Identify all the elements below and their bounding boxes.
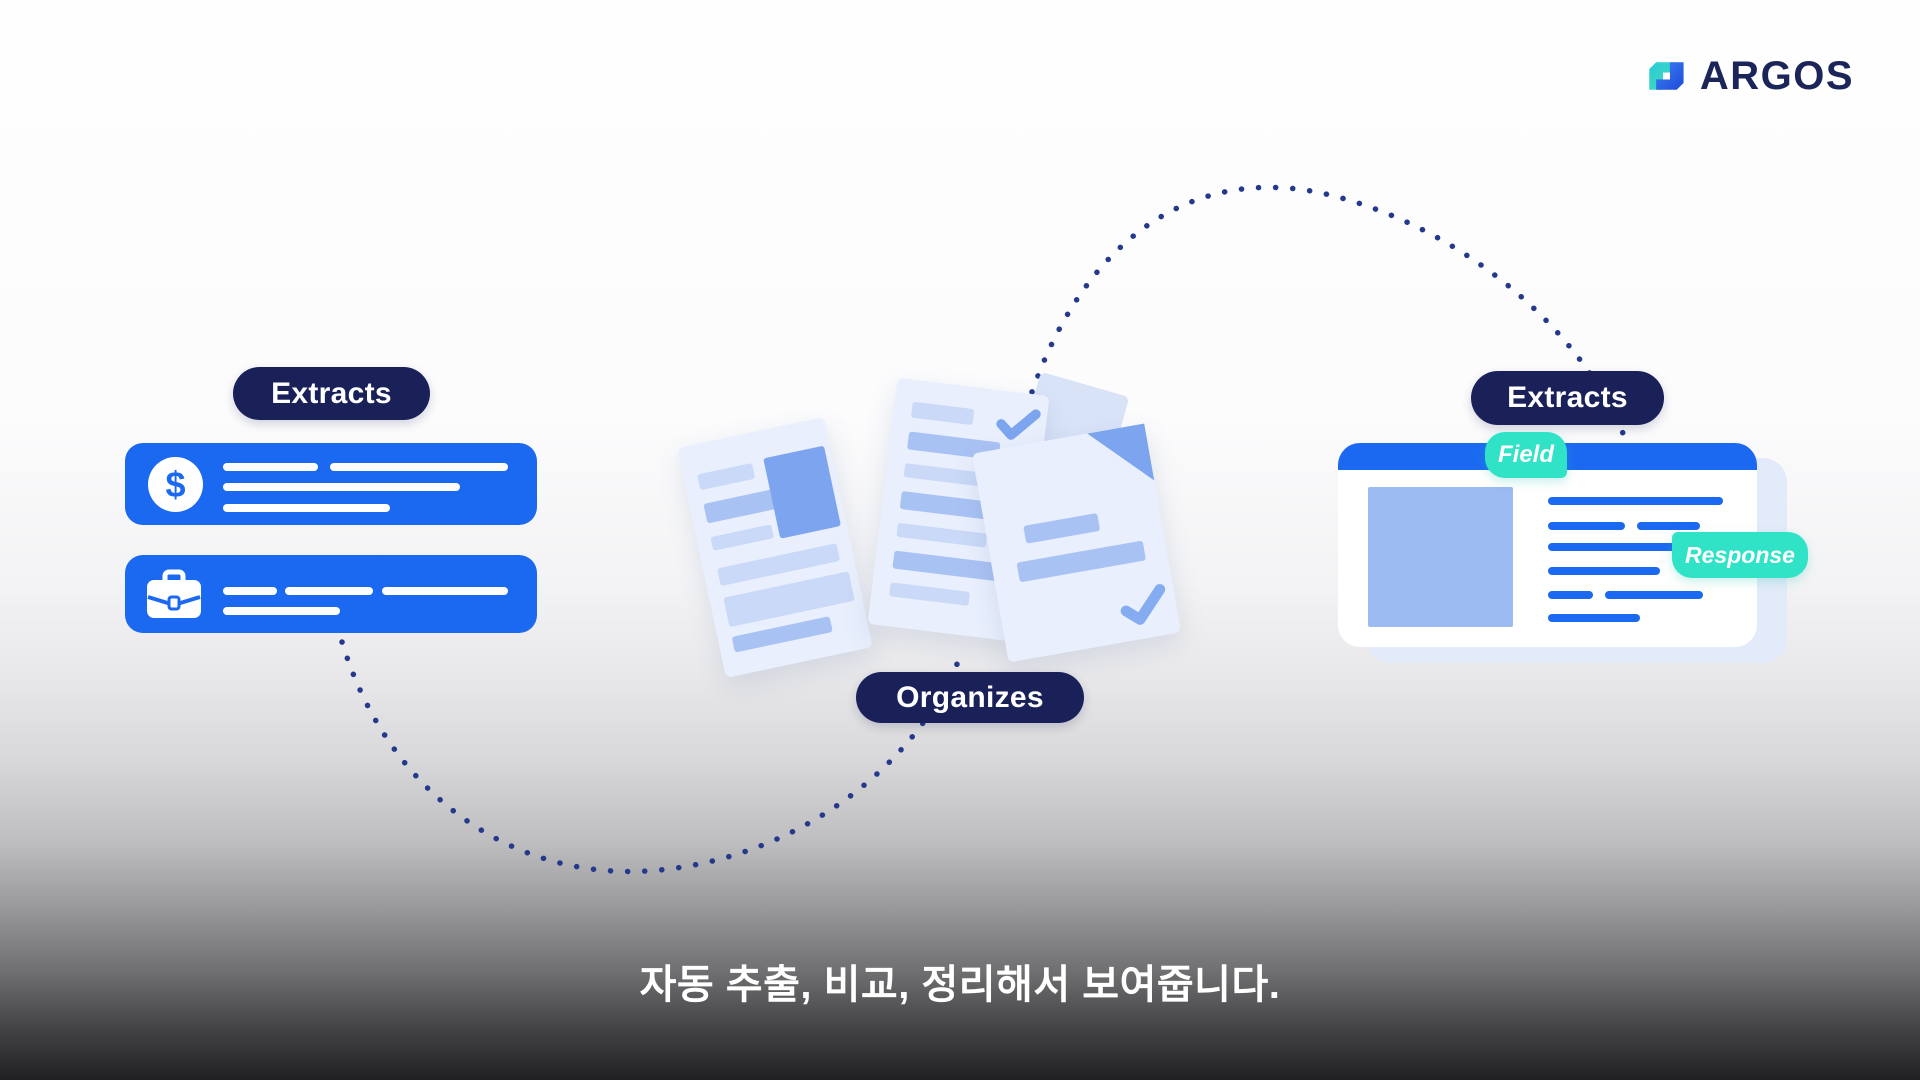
check-icon [1120,584,1166,625]
text-line [223,463,318,471]
briefcase-icon [147,569,201,618]
text-line [330,463,508,471]
response-tag: Response [1672,532,1808,578]
text-line [1548,543,1700,551]
text-line [1548,567,1660,575]
caption-text: 자동 추출, 비교, 정리해서 보여줍니다. [639,963,1281,1007]
badge-extracts-right: Extracts [1471,371,1664,425]
text-line [223,607,340,615]
folded-corner [1087,423,1154,490]
document-illustration [867,377,1050,643]
argos-cube-icon [1649,62,1684,90]
text-line [285,587,373,595]
extracted-business-card [125,555,537,633]
text-line [1548,497,1723,505]
flow-arc-top [1029,184,1633,455]
flow-arc-bottom [339,639,965,875]
text-line [223,504,390,512]
text-line [223,587,277,595]
argos-logo: ARGOS [1639,52,1854,100]
badge-extracts-left: Extracts [233,367,430,420]
brand-name: ARGOS [1699,53,1854,98]
dollar-icon: $ [148,457,203,512]
field-tag: Field [1485,432,1567,478]
badge-organizes: Organizes [856,672,1084,723]
text-line [1637,522,1700,530]
text-line [1548,591,1593,599]
text-line [382,587,508,595]
extracted-money-card: $ [125,443,537,525]
text-line [223,483,460,491]
check-icon [996,409,1041,440]
text-line [1605,591,1703,599]
text-line [1548,614,1640,622]
document-illustration [971,423,1182,663]
result-image-block [1368,487,1513,627]
dollar-glyph: $ [165,463,186,505]
text-line [1548,522,1625,530]
